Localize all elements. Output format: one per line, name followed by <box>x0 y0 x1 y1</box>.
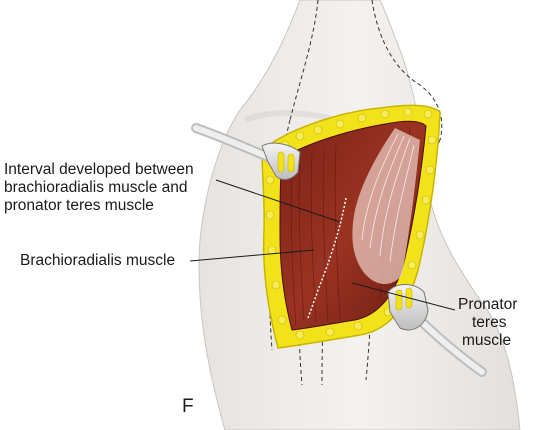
label-interval: Interval developed between brachioradial… <box>4 161 194 215</box>
retractor-lower <box>387 284 487 377</box>
pronator-teres-striations <box>361 133 415 263</box>
label-pronator-line-1: Pronator <box>458 296 518 313</box>
pronator-teres-sheen <box>352 128 420 285</box>
label-pronator-teres: Pronator teres muscle <box>458 296 517 350</box>
interval-line <box>307 197 347 319</box>
leader-lines <box>189 179 456 311</box>
retractor-upper <box>191 123 301 180</box>
label-brachioradialis: Brachioradialis muscle <box>20 252 175 270</box>
label-interval-line-3: pronator teres muscle <box>4 197 154 214</box>
label-brachioradialis-text: Brachioradialis muscle <box>20 252 176 269</box>
elbow-shadow <box>243 110 331 123</box>
label-pronator-line-3: muscle <box>462 332 512 349</box>
label-interval-line-1: Interval developed between <box>4 161 194 178</box>
label-pronator-line-2: teres <box>472 314 507 331</box>
label-interval-line-2: brachioradialis muscle and <box>4 179 188 196</box>
panel-letter: F <box>182 396 194 417</box>
